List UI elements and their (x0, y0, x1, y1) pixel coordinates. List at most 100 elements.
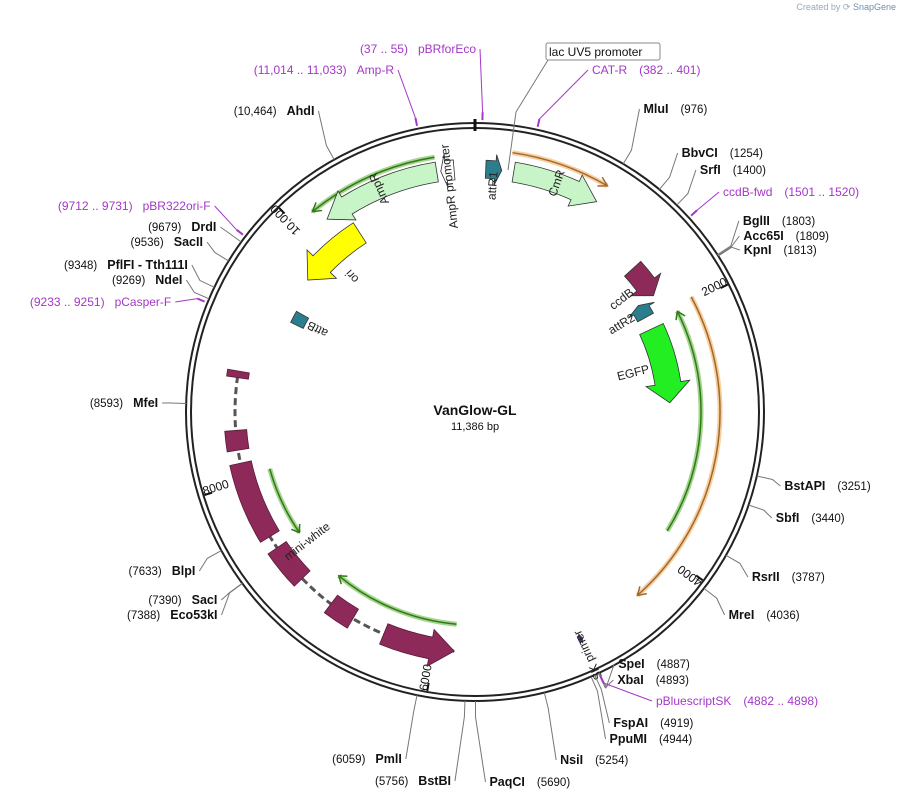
mini-white-exon (267, 540, 311, 587)
enzyme-position: (4887) (657, 659, 690, 671)
primer-leader (397, 69, 416, 119)
primer-range: (382 .. 401) (639, 63, 700, 77)
primer-range: (4882 .. 4898) (743, 694, 818, 708)
enzyme-leader (590, 676, 606, 740)
enzyme-leader (717, 235, 740, 256)
enzyme-leader (405, 695, 418, 760)
enzyme-site-eco53ki: Eco53kI(7388) (127, 608, 218, 622)
enzyme-name: SacII (174, 235, 203, 249)
feature-ampr-promoter (440, 153, 456, 188)
enzyme-position: (10,464) (234, 106, 277, 118)
primer-name: Amp-R (357, 63, 395, 77)
enzyme-leader (221, 583, 243, 616)
primer-mark (196, 297, 206, 303)
snapgene-credit: Created by ⟳ SnapGene (796, 2, 896, 13)
enzyme-site-bstbi: BstBI(5756) (375, 774, 451, 788)
enzyme-site-bstapi: BstAPI(3251) (784, 479, 870, 493)
feature-label-ccdB: ccdB (607, 285, 637, 312)
enzyme-name: SacI (192, 593, 218, 607)
primer-leader (539, 69, 589, 120)
enzyme-position: (4036) (766, 610, 799, 622)
primer-site-pcasper-f: pCasper-F(9233 .. 9251) (30, 295, 171, 309)
enzyme-name: SpeI (618, 657, 644, 671)
orf-arrow (636, 296, 721, 597)
enzyme-leader (198, 550, 222, 572)
primer-site-amp-r: Amp-R (11,014 .. 11,033) (254, 63, 395, 77)
enzyme-name: Acc65I (743, 229, 783, 243)
primer-name: pBR322ori-F (143, 199, 211, 213)
feature-ori (306, 222, 367, 281)
feature-label-egfp: EGFP (616, 362, 651, 383)
enzyme-name: FspAI (613, 716, 648, 730)
enzyme-position: (3440) (811, 513, 844, 525)
primer-range: (11,014 .. 11,033) (254, 63, 347, 77)
primer-sites: pBRforEco(37 .. 55)Amp-R(11,014 .. 11,03… (30, 42, 859, 708)
feature-label-ori: ori (342, 267, 361, 286)
enzyme-site-rsrii: RsrII(3787) (752, 570, 825, 584)
primer-mark (536, 118, 541, 128)
orf-arrowhead (597, 176, 609, 187)
feature-cmr (511, 161, 598, 207)
tick-label: 6000 (416, 663, 434, 692)
enzyme-position: (7633) (129, 566, 162, 578)
enzyme-position: (1813) (784, 245, 817, 257)
primer-mark (599, 675, 605, 684)
orf-arrow (338, 575, 457, 625)
primer-name: CAT-R (592, 63, 627, 77)
orf-arrowhead (675, 310, 686, 321)
tick-mark (695, 574, 704, 582)
enzyme-leader (594, 674, 610, 724)
orf-arrowhead (311, 202, 323, 213)
enzyme-position: (1254) (730, 148, 763, 160)
primer-name: pBRforEco (418, 42, 476, 56)
feature-ccdB (623, 260, 662, 297)
enzyme-site-mrei: MreI(4036) (729, 608, 800, 622)
primer-leader (479, 48, 484, 113)
enzyme-position: (5690) (537, 777, 570, 789)
enzyme-site-kpni: KpnI (1813) (744, 243, 817, 257)
enzyme-name: SbfI (776, 511, 800, 525)
lac-uv5-box (545, 42, 661, 61)
enzyme-site-nsii: NsiI(5254) (560, 753, 628, 767)
primer-range: (1501 .. 1520) (784, 185, 859, 199)
enzyme-site-xbai: XbaI(4893) (617, 673, 689, 687)
primer-site-cat-r: CAT-R (382 .. 401) (592, 63, 700, 77)
enzyme-leader (622, 108, 640, 165)
enzyme-position: (9348) (64, 260, 97, 272)
enzyme-leader (543, 692, 557, 761)
enzyme-leader (454, 700, 466, 782)
enzyme-site-ahdi: AhdI (10,464) (234, 104, 315, 118)
center-title: VanGlow-GL 11,386 bp (433, 402, 517, 433)
enzyme-name: Eco53kI (170, 608, 217, 622)
enzyme-position: (7390) (148, 595, 181, 607)
enzyme-position: (1803) (782, 216, 815, 228)
enzyme-leader (703, 587, 726, 616)
enzyme-name: BstAPI (784, 479, 825, 493)
enzyme-site-spei: SpeI (4887) (618, 657, 690, 671)
orf-arrow (311, 156, 435, 213)
enzyme-site-paqci: PaqCI(5690) (489, 775, 570, 789)
primer-mark (236, 229, 244, 236)
tick-mark (204, 491, 213, 496)
enzyme-name: BbvCI (682, 146, 718, 160)
mini-white-exon (379, 623, 455, 668)
plasmid-name: VanGlow-GL (433, 402, 517, 418)
enzyme-site-sacii: SacII(9536) (131, 235, 203, 249)
enzyme-name: AhdI (287, 104, 315, 118)
enzyme-leader (717, 246, 740, 257)
lac-uv5-leader (507, 59, 549, 171)
feature-label-ampr-promoter: AmpR promoter (437, 144, 461, 230)
orf-arrowhead (290, 523, 301, 534)
enzyme-leader (474, 700, 486, 783)
enzyme-name: MfeI (133, 396, 158, 410)
enzyme-leader (676, 169, 697, 206)
enzyme-name: KpnI (744, 243, 772, 257)
enzyme-position: (3787) (792, 572, 825, 584)
tick-label: 8000 (201, 477, 231, 498)
enzyme-site-fspai: FspAI(4919) (613, 716, 693, 730)
enzyme-leader (756, 475, 781, 487)
backbone (185, 119, 765, 702)
enzyme-name: BglII (743, 214, 770, 228)
enzyme-leader (191, 264, 215, 288)
